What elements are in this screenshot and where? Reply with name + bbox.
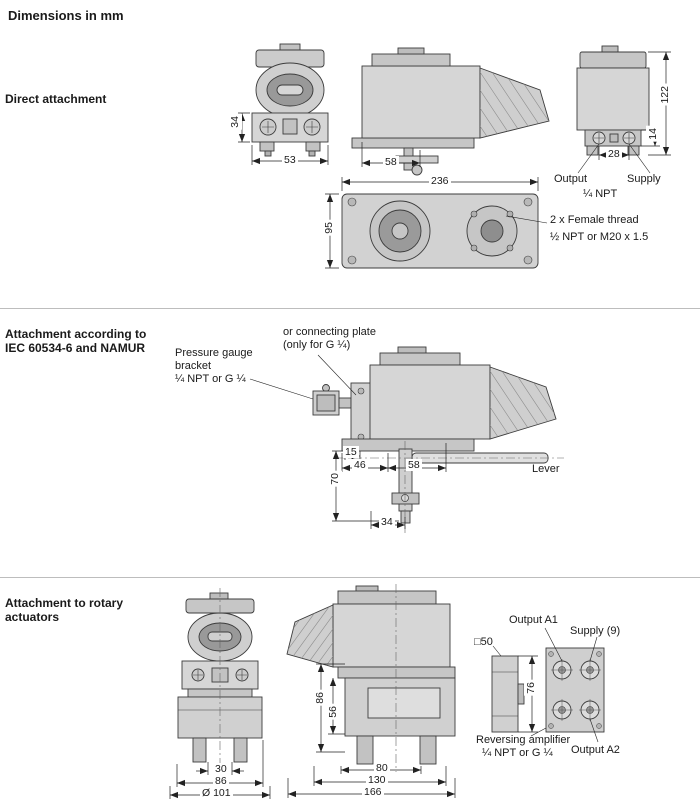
- label-thread-size: ½ NPT or M20 x 1.5: [550, 231, 649, 243]
- label-reversing-amplifier: Reversing amplifier: [476, 734, 571, 746]
- section2-heading-line1: Attachment according to: [5, 327, 147, 341]
- top-view-drawing: [341, 193, 539, 269]
- label-output-a1: Output A1: [509, 614, 558, 626]
- label-female-thread: 2 x Female thread: [550, 214, 639, 226]
- dim-port-spacing: 28: [606, 148, 622, 160]
- page-title: Dimensions in mm: [8, 8, 124, 23]
- dim-58: 58: [406, 459, 422, 471]
- section1-heading: Direct attachment: [5, 92, 107, 106]
- label-supply-9: Supply (9): [570, 625, 621, 637]
- dim-front-width: 53: [282, 154, 298, 166]
- rotary-side-view-drawing: [286, 585, 456, 765]
- dim-back-height: 122: [658, 84, 672, 106]
- reversing-amplifier-drawing: [491, 647, 605, 733]
- front-view-drawing: [251, 43, 329, 157]
- dim-side-width: 58: [383, 156, 399, 168]
- section-rotary-attachment: Attachment to rotary actuators 30 86 Ø 1…: [0, 576, 700, 800]
- dim-46: 46: [352, 459, 368, 471]
- section2-heading-line2: IEC 60534-6 and NAMUR: [5, 341, 146, 355]
- dim-square-50: □50: [474, 636, 493, 648]
- label-output-a2: Output A2: [571, 744, 620, 756]
- section-namur-attachment: Attachment according to IEC 60534-6 and …: [0, 307, 700, 576]
- dim-15: 15: [343, 446, 359, 458]
- dim-130: 130: [366, 774, 388, 786]
- dim-70: 70: [328, 471, 342, 487]
- label-gauge-bracket: bracket: [175, 360, 212, 372]
- dim-86-front: 86: [213, 775, 229, 787]
- label-amplifier-thread: ¼ NPT or G ¼: [482, 747, 553, 759]
- back-view-drawing: [576, 45, 650, 156]
- section-divider-2: [0, 577, 700, 578]
- direct-attachment-drawing: [238, 43, 671, 269]
- section3-heading-line1: Attachment to rotary: [5, 596, 124, 610]
- section3-centerlines: [219, 584, 397, 772]
- label-quarter-npt: ¼ NPT: [583, 188, 618, 200]
- dim-166: 166: [362, 786, 384, 798]
- dim-top-depth: 95: [322, 220, 336, 236]
- dim-back-block: 14: [646, 126, 660, 142]
- label-pressure-gauge: Pressure gauge: [175, 347, 253, 359]
- dim-30: 30: [213, 763, 229, 775]
- dim-front-height: 34: [228, 114, 242, 130]
- label-output: Output: [554, 173, 588, 185]
- rotary-attachment-drawing: [169, 584, 605, 799]
- dim-dia-101: Ø 101: [200, 787, 233, 799]
- label-gauge-thread: ¼ NPT or G ¼: [175, 373, 246, 385]
- namur-attachment-drawing: [249, 346, 564, 533]
- section-divider-1: [0, 308, 700, 309]
- positioner-side-drawing: [312, 346, 557, 524]
- dim-top-width: 236: [429, 175, 451, 187]
- dim-34: 34: [379, 516, 395, 528]
- label-plate-note: (only for G ¼): [283, 339, 351, 351]
- dim-56: 56: [326, 704, 340, 720]
- label-connecting-plate: or connecting plate: [283, 326, 376, 338]
- label-lever: Lever: [532, 463, 560, 475]
- section3-heading-line2: actuators: [5, 610, 60, 624]
- section-direct-attachment: Dimensions in mm Direct attachment 34 53…: [0, 0, 700, 307]
- dim-86-side: 86: [313, 690, 327, 706]
- dim-80: 80: [374, 762, 390, 774]
- dim-76: 76: [524, 680, 538, 696]
- label-supply: Supply: [627, 173, 661, 185]
- side-view-drawing: [351, 47, 550, 176]
